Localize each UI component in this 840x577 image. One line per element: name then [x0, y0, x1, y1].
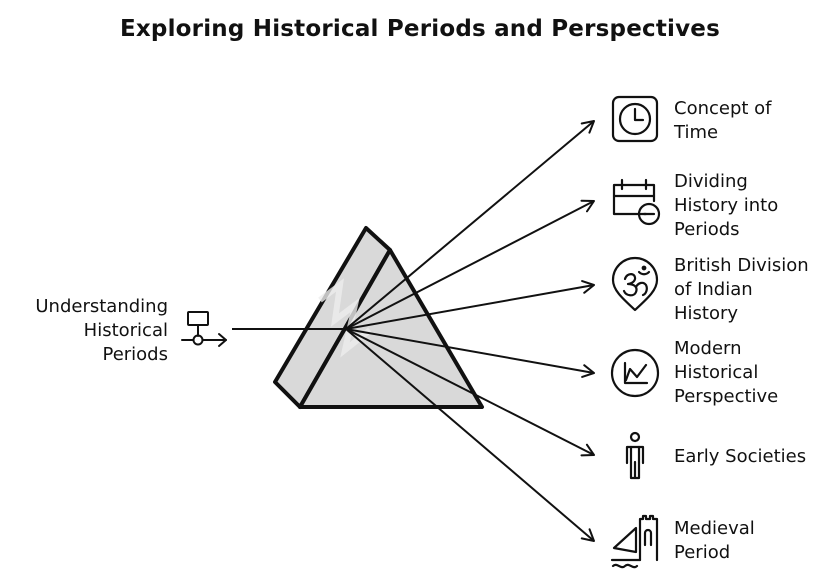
flowchart-node-icon	[181, 311, 227, 347]
clock-icon	[611, 95, 659, 143]
output-label-line: of Indian	[674, 279, 753, 300]
output-ray-arrow	[345, 280, 595, 330]
output-label-line: Historical	[674, 362, 759, 383]
output-label-line: Periods	[674, 219, 740, 240]
output-label-line: Period	[674, 542, 731, 563]
person-icon	[625, 431, 645, 480]
output-label-modern-perspective: Modern Historical Perspective	[674, 337, 778, 409]
output-ray-arrow	[345, 199, 595, 330]
output-rays	[345, 120, 595, 542]
line-chart-icon	[610, 348, 660, 398]
output-label-line: Concept of	[674, 98, 772, 119]
output-ray-arrow	[345, 328, 595, 542]
output-label-line: Dividing	[674, 171, 748, 192]
input-label-line: Periods	[102, 344, 168, 365]
calendar-minus-icon	[612, 178, 661, 226]
output-label-concept-of-time: Concept of Time	[674, 97, 772, 145]
output-label-medieval-period: Medieval Period	[674, 517, 755, 565]
output-label-line: History	[674, 303, 739, 324]
output-label-line: Early Societies	[674, 446, 807, 467]
output-label-dividing-history: Dividing History into Periods	[674, 170, 778, 242]
output-ray-arrow	[345, 328, 595, 378]
output-label-line: Time	[674, 122, 719, 143]
output-label-line: Perspective	[674, 386, 779, 407]
diagram-title: Exploring Historical Periods and Perspec…	[119, 16, 720, 42]
input-label: Understanding Historical Periods	[10, 295, 168, 367]
output-ray-arrow	[345, 328, 595, 457]
output-label-early-societies: Early Societies	[674, 445, 806, 469]
om-symbol-icon	[611, 256, 659, 312]
output-label-line: History into	[674, 195, 779, 216]
input-label-line: Understanding	[35, 296, 168, 317]
output-label-british-division: British Division of Indian History	[674, 254, 809, 326]
prism	[273, 226, 484, 409]
output-label-line: Medieval	[674, 518, 755, 539]
output-label-line: British Division	[674, 255, 809, 276]
output-ray-arrow	[345, 120, 595, 330]
output-label-line: Modern	[674, 338, 742, 359]
input-label-line: Historical	[83, 320, 168, 341]
castle-icon	[610, 514, 659, 569]
